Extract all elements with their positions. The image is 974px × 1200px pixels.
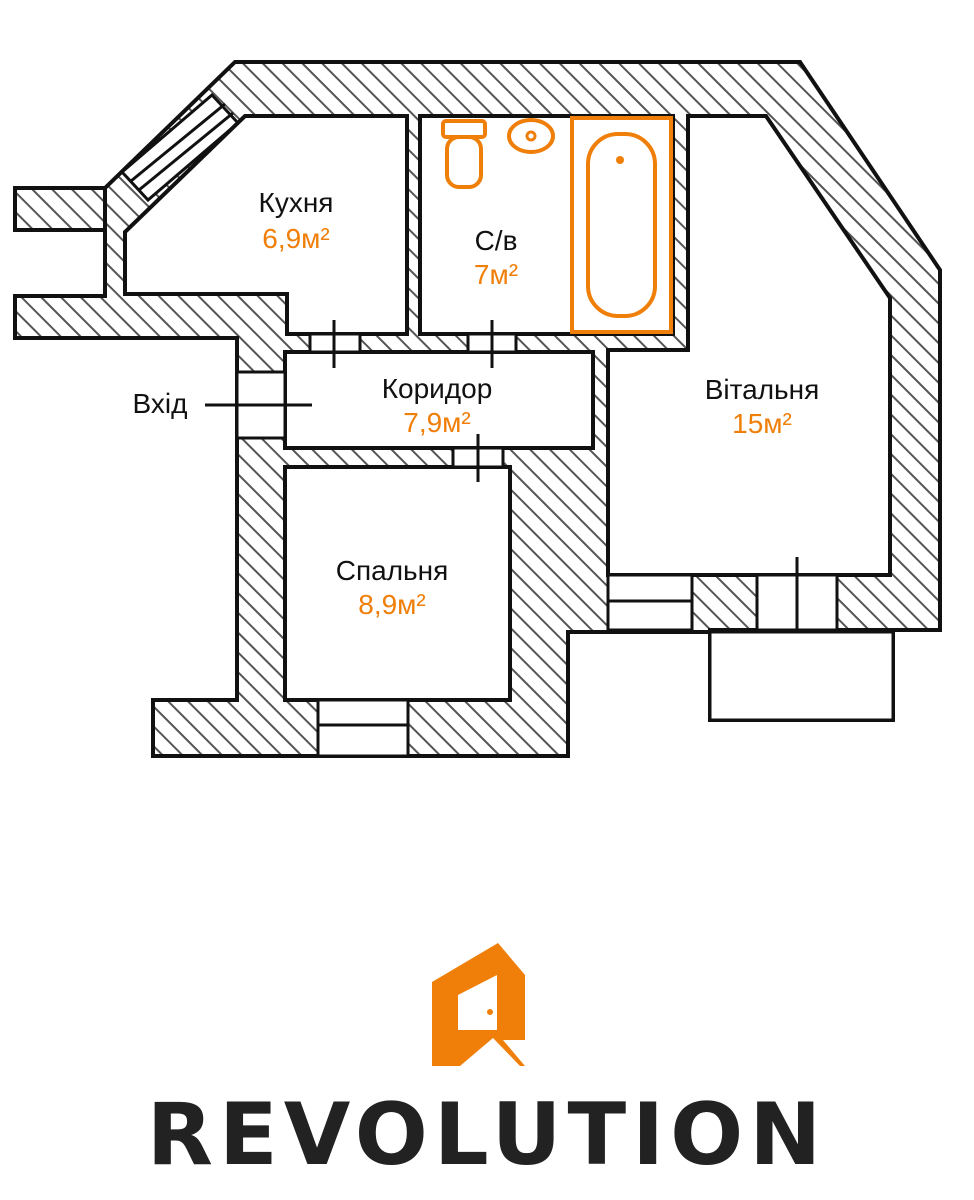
kitchen-name: Кухня <box>259 187 334 218</box>
corridor-name: Коридор <box>382 373 493 404</box>
kitchen-area: 6,9м² <box>262 223 330 254</box>
kitchen-door <box>308 320 362 368</box>
revolution-logo-icon <box>432 943 525 1066</box>
bathroom-name: С/в <box>475 225 518 256</box>
entrance-label: Вхід <box>133 388 188 419</box>
corridor-area: 7,9м² <box>403 407 471 438</box>
living-name: Вітальня <box>705 374 820 405</box>
bathroom-room <box>418 114 675 336</box>
kitchen-window <box>119 92 241 203</box>
living-room <box>606 114 892 577</box>
sink-icon <box>507 118 555 154</box>
entrance-door <box>205 370 312 440</box>
toilet-icon <box>441 119 487 189</box>
bedroom-door <box>451 434 505 482</box>
bathroom-door <box>466 320 518 368</box>
bathroom-area: 7м² <box>474 259 518 290</box>
corridor-room <box>283 350 595 450</box>
brand-name: REVOLUTION <box>146 1085 828 1185</box>
balcony <box>708 630 895 722</box>
bedroom-area: 8,9м² <box>358 589 426 620</box>
bedroom-window <box>316 698 410 758</box>
living-window <box>606 573 694 632</box>
bedroom-name: Спальня <box>336 555 449 586</box>
living-area: 15м² <box>732 408 792 439</box>
bathtub-icon <box>570 116 673 334</box>
kitchen-room <box>123 114 409 336</box>
